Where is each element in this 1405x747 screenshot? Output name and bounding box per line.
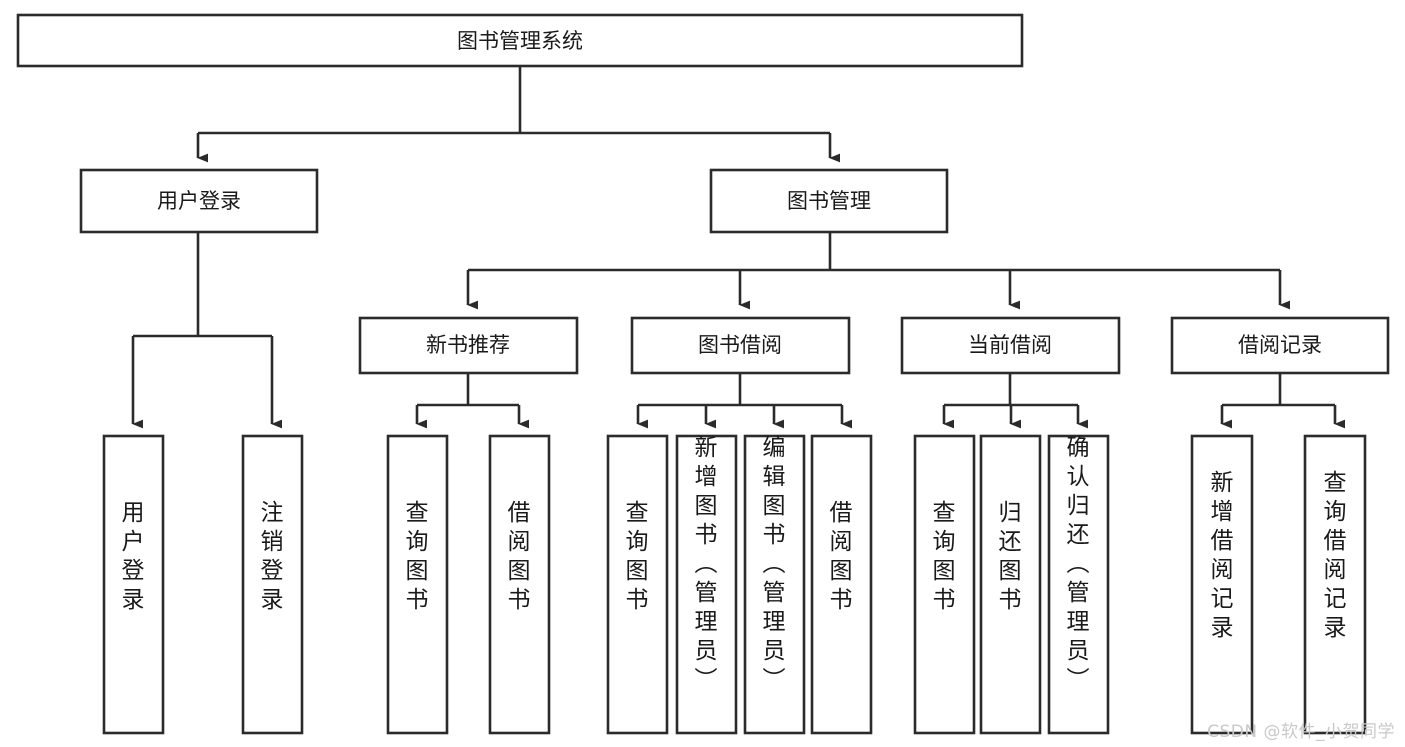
- node-borrow-record-box[interactable]: [1170, 316, 1390, 375]
- leaf-bb-add-book-label: 新增图书︵管理员︶: [695, 435, 718, 693]
- leaf-cb-return-book[interactable]: 归还图书: [979, 434, 1042, 735]
- leaf-bb-edit-book-box[interactable]: [743, 434, 806, 735]
- leaf-bb-edit-book[interactable]: 编辑图书︵管理员︶: [743, 434, 806, 735]
- leaf-cb-confirm-return[interactable]: 确认归还︵管理员︶: [1047, 434, 1110, 735]
- leaf-nb-query-book-label: 查询图书: [406, 500, 429, 613]
- leaf-cb-return-book-label: 归还图书: [999, 500, 1022, 613]
- leaf-nb-borrow-book-box[interactable]: [488, 434, 551, 735]
- edges-user-login-to-leaves: [131, 232, 283, 429]
- node-borrow-record-label: 借阅记录: [1238, 333, 1322, 357]
- leaf-br-add-record-label: 新增借阅记录: [1211, 470, 1234, 641]
- node-book-borrow-box[interactable]: [630, 316, 851, 375]
- node-new-book-recommend[interactable]: 新书推荐: [358, 316, 579, 375]
- leaf-nb-borrow-book-label: 借阅图书: [508, 500, 531, 613]
- leaf-logout-box[interactable]: [241, 434, 304, 735]
- node-current-borrow-label: 当前借阅: [968, 333, 1052, 357]
- node-user-login-box[interactable]: [79, 168, 319, 234]
- leaf-bb-add-book[interactable]: 新增图书︵管理员︶: [675, 434, 738, 735]
- node-root[interactable]: 图书管理系统: [16, 13, 1024, 68]
- leaf-bb-borrow-book-label: 借阅图书: [830, 500, 853, 613]
- leaf-bb-query-book-label: 查询图书: [626, 500, 649, 613]
- node-new-book-recommend-label: 新书推荐: [426, 333, 510, 357]
- leaf-br-add-record-box[interactable]: [1190, 434, 1254, 735]
- node-user-login-label: 用户登录: [157, 189, 241, 213]
- leaf-user-login-box[interactable]: [102, 434, 165, 735]
- leaf-nb-borrow-book[interactable]: 借阅图书: [488, 434, 551, 735]
- leaf-br-query-record-label: 查询借阅记录: [1324, 470, 1347, 641]
- leaf-logout[interactable]: 注销登录: [241, 434, 304, 735]
- leaf-cb-query-book-box[interactable]: [913, 434, 976, 735]
- leaf-bb-query-book-box[interactable]: [606, 434, 669, 735]
- node-root-box[interactable]: [16, 13, 1024, 68]
- leaf-cb-confirm-return-box[interactable]: [1047, 434, 1110, 735]
- leaf-br-query-record-box[interactable]: [1303, 434, 1367, 735]
- edges-book-manage-to-level3: [466, 232, 1291, 310]
- node-borrow-record[interactable]: 借阅记录: [1170, 316, 1390, 375]
- leaf-logout-label: 注销登录: [261, 500, 284, 613]
- leaf-user-login[interactable]: 用户登录: [102, 434, 165, 735]
- edges-borrow-record-to-leaves: [1220, 373, 1346, 429]
- leaf-br-query-record[interactable]: 查询借阅记录: [1303, 434, 1367, 735]
- node-book-borrow[interactable]: 图书借阅: [630, 316, 851, 375]
- node-root-label: 图书管理系统: [457, 29, 583, 53]
- leaf-bb-add-book-box[interactable]: [675, 434, 738, 735]
- leaf-bb-borrow-book-box[interactable]: [810, 434, 873, 735]
- node-user-login[interactable]: 用户登录: [79, 168, 319, 234]
- leaf-bb-edit-book-label: 编辑图书︵管理员︶: [763, 435, 786, 693]
- leaf-br-add-record[interactable]: 新增借阅记录: [1190, 434, 1254, 735]
- node-current-borrow[interactable]: 当前借阅: [900, 316, 1121, 375]
- leaf-cb-query-book[interactable]: 查询图书: [913, 434, 976, 735]
- edges-current-borrow-to-leaves: [942, 373, 1089, 429]
- node-book-manage[interactable]: 图书管理: [709, 168, 949, 234]
- edges-book-borrow-to-leaves: [636, 373, 853, 429]
- node-book-manage-label: 图书管理: [787, 189, 871, 213]
- leaf-bb-query-book[interactable]: 查询图书: [606, 434, 669, 735]
- leaf-cb-query-book-label: 查询图书: [933, 500, 956, 613]
- leaf-bb-borrow-book[interactable]: 借阅图书: [810, 434, 873, 735]
- node-current-borrow-box[interactable]: [900, 316, 1121, 375]
- node-book-borrow-label: 图书借阅: [698, 333, 782, 357]
- leaf-nb-query-book-box[interactable]: [386, 434, 449, 735]
- leaf-nb-query-book[interactable]: 查询图书: [386, 434, 449, 735]
- edges-root-to-level2: [196, 66, 841, 163]
- leaf-user-login-label: 用户登录: [122, 500, 145, 613]
- node-book-manage-box[interactable]: [709, 168, 949, 234]
- node-new-book-recommend-box[interactable]: [358, 316, 579, 375]
- leaf-cb-confirm-return-label: 确认归还︵管理员︶: [1067, 435, 1090, 693]
- leaf-cb-return-book-box[interactable]: [979, 434, 1042, 735]
- edges-new-book-to-leaves: [415, 373, 530, 429]
- csdn-watermark: CSDN @软件_小贺同学: [1207, 722, 1395, 742]
